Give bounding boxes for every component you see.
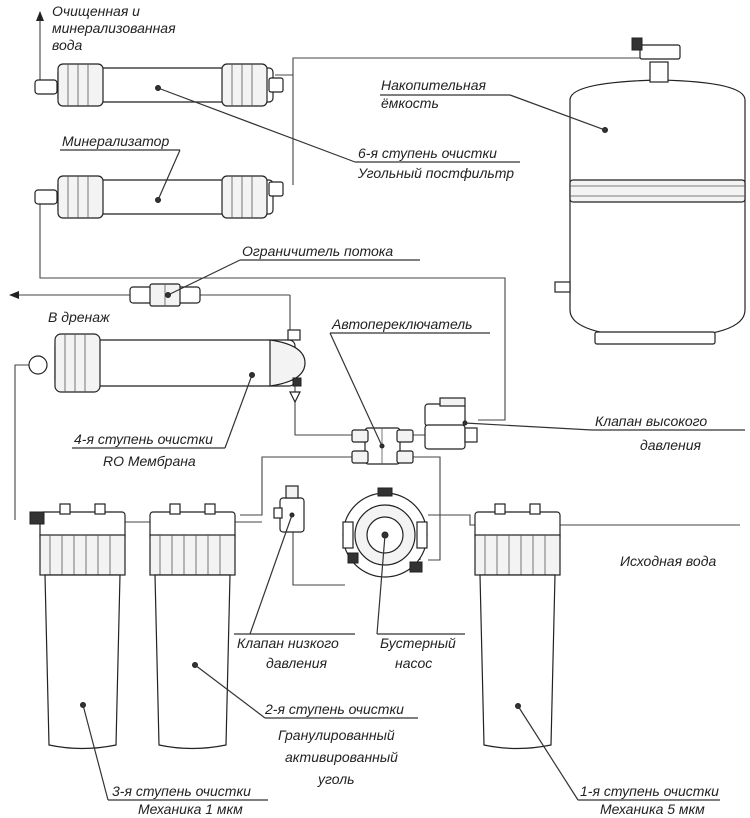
label-booster-pump-line2: насос [395,655,432,671]
label-low-pressure-valve-line2: давления [266,655,328,671]
labels: Очищенная и минерализованная вода Накопи… [48,3,719,817]
label-stage6-line2: Угольный постфильтр [357,165,514,181]
label-source-water: Исходная вода [620,553,716,569]
label-stage3-line1: 3-я ступень очистки [112,783,251,799]
label-storage-tank-line2: ёмкость [381,95,439,111]
label-low-pressure-valve-line1: Клапан низкого [237,635,339,651]
stage3-housing [29,503,126,750]
label-high-pressure-valve-line1: Клапан высокого [595,413,707,429]
label-purified-water-line1: Очищенная и [52,3,140,19]
label-stage2-line4: уголь [317,771,354,787]
label-stage4-line1: 4-я ступень очистки [74,431,213,447]
label-purified-water-line3: вода [52,37,83,53]
label-purified-water-line2: минерализованная [52,20,176,36]
auto-switch [351,427,414,465]
label-stage6-line1: 6-я ступень очистки [358,145,497,161]
storage-tank [554,37,746,345]
stage6-carbon-postfilter [34,63,284,107]
label-stage4-line2: RO Мембрана [103,453,196,469]
mineralizer-cartridge [34,175,284,219]
label-stage1-line2: Механика 5 мкм [600,801,705,817]
stage2-housing [149,503,236,750]
booster-pump [342,487,428,578]
label-high-pressure-valve-line2: давления [640,437,702,453]
label-mineralizer: Минерализатор [62,133,169,149]
label-drain: В дренаж [48,309,111,325]
label-stage2-line2: Гранулированный [278,727,395,743]
label-booster-pump-line1: Бустерный [380,635,456,651]
stage4-ro-membrane [28,329,306,404]
label-flow-restrictor: Ограничитель потока [242,243,393,259]
label-storage-tank-line1: Накопительная [381,77,487,93]
leader-lines [60,87,745,801]
label-auto-switch: Автопереключатель [331,316,473,332]
label-stage2-line3: активированный [285,749,398,765]
flow-restrictor [129,283,201,307]
label-stage1-line1: 1-я ступень очистки [580,783,719,799]
label-stage2-line1: 2-я ступень очистки [264,701,404,717]
low-pressure-valve [273,485,305,533]
stage1-housing [474,503,561,750]
label-stage3-line2: Механика 1 мкм [138,801,243,817]
high-pressure-valve [424,397,478,450]
